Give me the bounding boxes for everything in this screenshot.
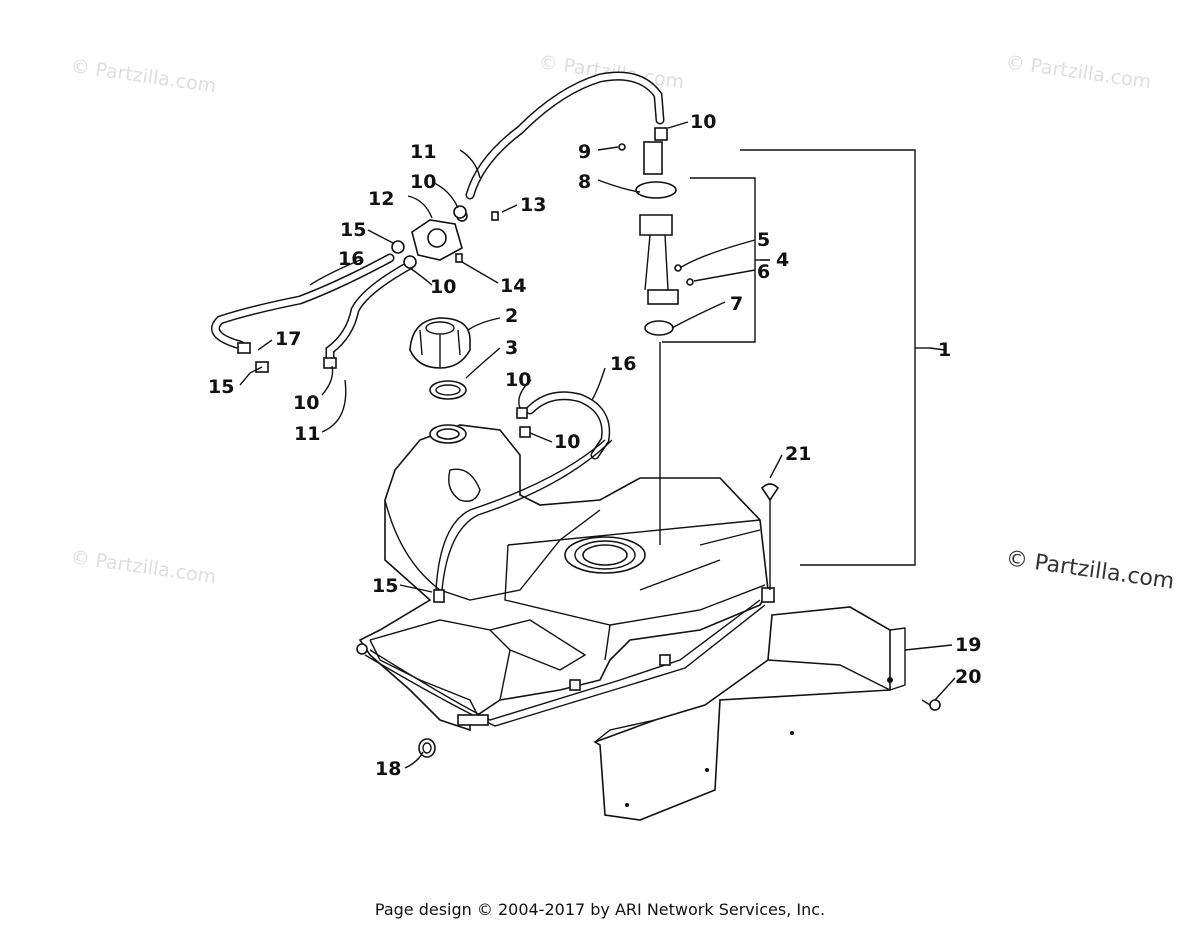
callout-18: 18: [375, 758, 401, 780]
callout-10: 10: [410, 171, 436, 193]
callout-10: 10: [690, 111, 716, 133]
callout-10: 10: [554, 431, 580, 453]
callout-11: 11: [410, 141, 436, 163]
callout-15: 15: [208, 376, 234, 398]
callout-14: 14: [500, 275, 526, 297]
callout-15: 15: [340, 219, 366, 241]
fuel-tank-part: [356, 424, 775, 732]
callout-9: 9: [578, 141, 591, 163]
fuel-pump-part: [618, 127, 694, 336]
callout-10: 10: [505, 369, 531, 391]
callout-16: 16: [338, 248, 364, 270]
callout-12: 12: [368, 188, 394, 210]
callout-10: 10: [293, 392, 319, 414]
callout-19: 19: [955, 634, 981, 656]
vent-valve-part: [411, 210, 499, 263]
callout-2: 2: [505, 305, 518, 327]
callout-15: 15: [372, 575, 398, 597]
leader-lines: [239, 121, 956, 769]
callout-17: 17: [275, 328, 301, 350]
callout-11: 11: [294, 423, 320, 445]
callout-6: 6: [757, 261, 770, 283]
callout-3: 3: [505, 337, 518, 359]
callout-7: 7: [730, 293, 743, 315]
callout-labels: 1 2 3 4 5 6 7 8 9 10 10 10 10 10 10 11 1…: [208, 111, 981, 780]
callout-5: 5: [757, 229, 770, 251]
watermark: © Partzilla.com: [69, 546, 217, 588]
gasket-part: [429, 380, 467, 400]
callout-16: 16: [610, 353, 636, 375]
bracket-lines: [659, 149, 930, 566]
callout-8: 8: [578, 171, 591, 193]
watermark: © Partzilla.com: [69, 55, 217, 97]
callout-1: 1: [938, 339, 951, 361]
rivet-part: [921, 699, 941, 711]
callout-20: 20: [955, 666, 981, 688]
watermark: © Partzilla.com: [1004, 51, 1152, 93]
fuel-cap-part: [409, 317, 471, 369]
callout-4: 4: [776, 249, 789, 271]
callout-21: 21: [785, 443, 811, 465]
callout-13: 13: [520, 194, 546, 216]
heat-shield-part: [593, 606, 906, 821]
push-rivet-part: [760, 483, 780, 590]
watermark-main: © Partzilla.com: [1004, 546, 1176, 594]
callout-10: 10: [430, 276, 456, 298]
page-footer: Page design © 2004-2017 by ARI Network S…: [374, 900, 826, 919]
